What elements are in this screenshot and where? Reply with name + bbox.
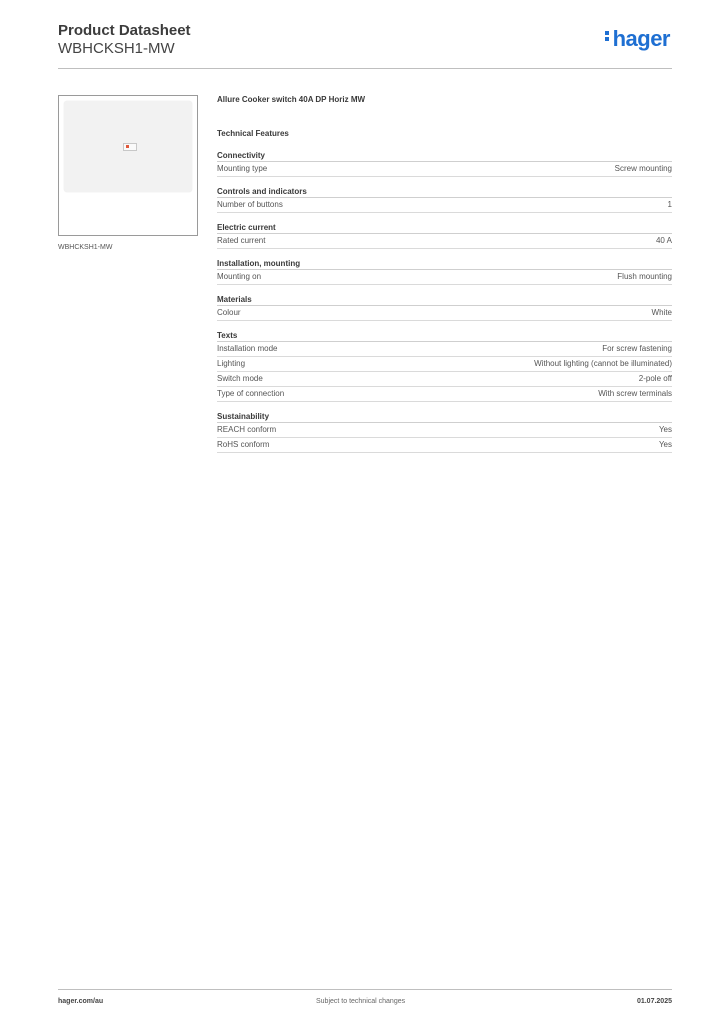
footer-website-link[interactable]: hager.com/au xyxy=(58,998,104,1005)
product-code: WBHCKSH1-MW xyxy=(58,40,175,57)
spec-value: Flush mounting xyxy=(617,272,672,281)
spec-label: Switch mode xyxy=(217,374,263,383)
section-title: Installation, mounting xyxy=(217,258,672,270)
spec-value: With screw terminals xyxy=(598,389,672,398)
spec-row: Lighting Without lighting (cannot be illu… xyxy=(217,357,672,372)
spec-row: Mounting on Flush mounting xyxy=(217,270,672,285)
spec-row: Installation mode For screw fastening xyxy=(217,342,672,357)
section-title: Materials xyxy=(217,294,672,306)
spec-label: Installation mode xyxy=(217,344,278,353)
section-title: Electric current xyxy=(217,222,672,234)
section-title: Connectivity xyxy=(217,150,672,162)
switch-plate-image xyxy=(64,101,192,192)
logo-dots-icon xyxy=(604,29,610,43)
spec-label: Colour xyxy=(217,308,241,317)
spec-label: Type of connection xyxy=(217,389,285,398)
header-divider xyxy=(58,68,672,69)
spec-value: Without lighting (cannot be illuminated) xyxy=(534,359,672,368)
rocker-switch-icon xyxy=(123,143,137,151)
spec-label: Mounting type xyxy=(217,164,268,173)
spec-label: RoHS conform xyxy=(217,440,270,449)
spec-row: Number of buttons 1 xyxy=(217,198,672,213)
hager-logo: hager xyxy=(604,26,671,52)
spec-row: Mounting type Screw mounting xyxy=(217,162,672,177)
spec-row: Rated current 40 A xyxy=(217,234,672,249)
section-title: Sustainability xyxy=(217,411,672,423)
spec-row: REACH conform Yes xyxy=(217,423,672,438)
spec-value: 1 xyxy=(667,200,672,209)
spec-row: Switch mode 2-pole off xyxy=(217,372,672,387)
technical-features-title: Technical Features xyxy=(217,129,289,138)
spec-row: Type of connection With screw terminals xyxy=(217,387,672,402)
product-name: Allure Cooker switch 40A DP Horiz MW xyxy=(217,95,366,104)
document-title: Product Datasheet xyxy=(58,22,191,39)
spec-value: 2-pole off xyxy=(638,374,672,383)
spec-value: For screw fastening xyxy=(602,344,672,353)
spec-value: 40 A xyxy=(655,236,672,245)
spec-value: Yes xyxy=(658,440,672,449)
spec-row: RoHS conform Yes xyxy=(217,438,672,453)
spec-label: REACH conform xyxy=(217,425,277,434)
section-title: Texts xyxy=(217,330,672,342)
image-caption: WBHCKSH1-MW xyxy=(58,244,113,251)
spec-value: Yes xyxy=(658,425,672,434)
page-header: Product Datasheet WBHCKSH1-MW hager xyxy=(58,22,672,58)
spec-value: White xyxy=(651,308,672,317)
spec-label: Rated current xyxy=(217,236,266,245)
spec-label: Number of buttons xyxy=(217,200,283,209)
spec-label: Mounting on xyxy=(217,272,262,281)
section-title: Controls and indicators xyxy=(217,186,672,198)
spec-row: Colour White xyxy=(217,306,672,321)
footer-divider xyxy=(58,989,672,990)
specs-content: Allure Cooker switch 40A DP Horiz MW Tec… xyxy=(217,95,672,453)
spec-value: Screw mounting xyxy=(614,164,672,173)
footer-date: 01.07.2025 xyxy=(636,998,672,1005)
logo-text: hager xyxy=(612,26,671,51)
footer-notice: Subject to technical changes xyxy=(316,998,406,1005)
spec-label: Lighting xyxy=(217,359,246,368)
product-image-frame xyxy=(58,95,198,236)
indicator-led-icon xyxy=(126,145,129,148)
